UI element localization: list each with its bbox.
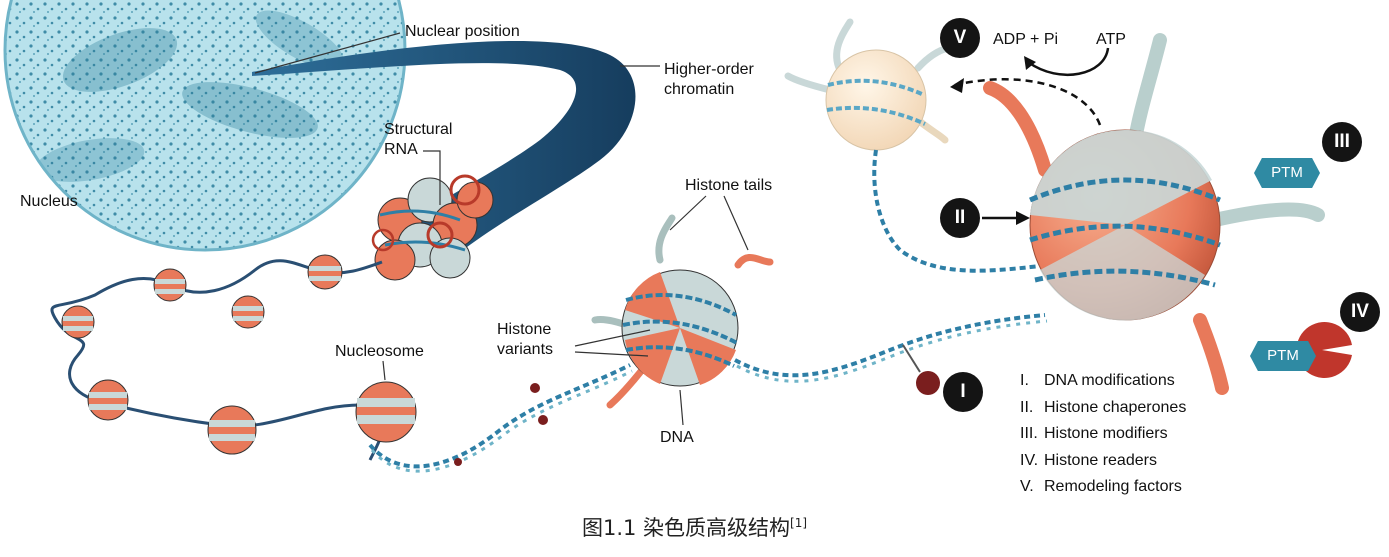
figure-caption: 图1.1 染色质高级结构[1] bbox=[0, 512, 1389, 542]
label-higher-order-line2: chromatin bbox=[664, 81, 735, 98]
label-dna: DNA bbox=[660, 429, 694, 446]
nucleus-sphere bbox=[3, 0, 407, 252]
label-nuclear-position: Nuclear position bbox=[405, 23, 520, 40]
label-nucleus: Nucleus bbox=[20, 193, 78, 210]
label-histone-variants-line1: Histone bbox=[497, 321, 552, 338]
dna-helix-middle bbox=[734, 313, 1048, 395]
marker-v: V bbox=[940, 18, 980, 58]
nucleosome-cluster bbox=[371, 174, 494, 281]
dna-helix-lower bbox=[368, 363, 633, 473]
marker-ii: II bbox=[940, 198, 980, 238]
legend-item: V.Remodeling factors bbox=[1020, 478, 1182, 495]
label-higher-order-chromatin: Higher-order chromatin bbox=[664, 60, 754, 100]
marker-i: I bbox=[943, 372, 983, 412]
label-structural-line2: RNA bbox=[384, 141, 418, 158]
chaperone-arrowhead bbox=[1016, 211, 1030, 225]
ptm-tag-modifier: PTM bbox=[1254, 158, 1320, 188]
caption-text: 图1.1 染色质高级结构 bbox=[581, 516, 791, 540]
nucleosome-beads bbox=[61, 254, 417, 455]
marker-iv: IV bbox=[1340, 292, 1380, 332]
label-histone-tails: Histone tails bbox=[685, 177, 773, 194]
caption-reference: [1] bbox=[790, 516, 808, 530]
remodeled-nucleosome bbox=[784, 18, 1051, 273]
marker-iii: III bbox=[1322, 122, 1362, 162]
atp-hydrolysis-arrows bbox=[950, 47, 1110, 126]
legend-item: II.Histone chaperones bbox=[1020, 398, 1187, 416]
leader-lines bbox=[254, 32, 749, 426]
label-higher-order-line1: Higher-order bbox=[664, 61, 754, 78]
central-nucleosome bbox=[591, 214, 774, 409]
label-adp-pi: ADP + Pi bbox=[993, 31, 1059, 48]
label-histone-variants-line2: variants bbox=[497, 341, 554, 358]
label-structural-line1: Structural bbox=[384, 121, 453, 138]
legend-item: I.DNA modifications bbox=[1020, 372, 1175, 389]
legend-list: I.DNA modifications II.Histone chaperone… bbox=[1020, 368, 1186, 501]
large-nucleosome bbox=[983, 33, 1325, 395]
label-structural-rna: Structural RNA bbox=[384, 120, 452, 160]
ptm-tag-reader: PTM bbox=[1250, 341, 1316, 371]
legend-item: IV.Histone readers bbox=[1020, 451, 1157, 469]
label-atp: ATP bbox=[1096, 31, 1126, 48]
label-nucleosome: Nucleosome bbox=[335, 343, 424, 360]
label-histone-variants: Histone variants bbox=[497, 320, 553, 360]
dna-methyl-marks bbox=[454, 383, 548, 466]
legend-item: III.Histone modifiers bbox=[1020, 425, 1168, 442]
